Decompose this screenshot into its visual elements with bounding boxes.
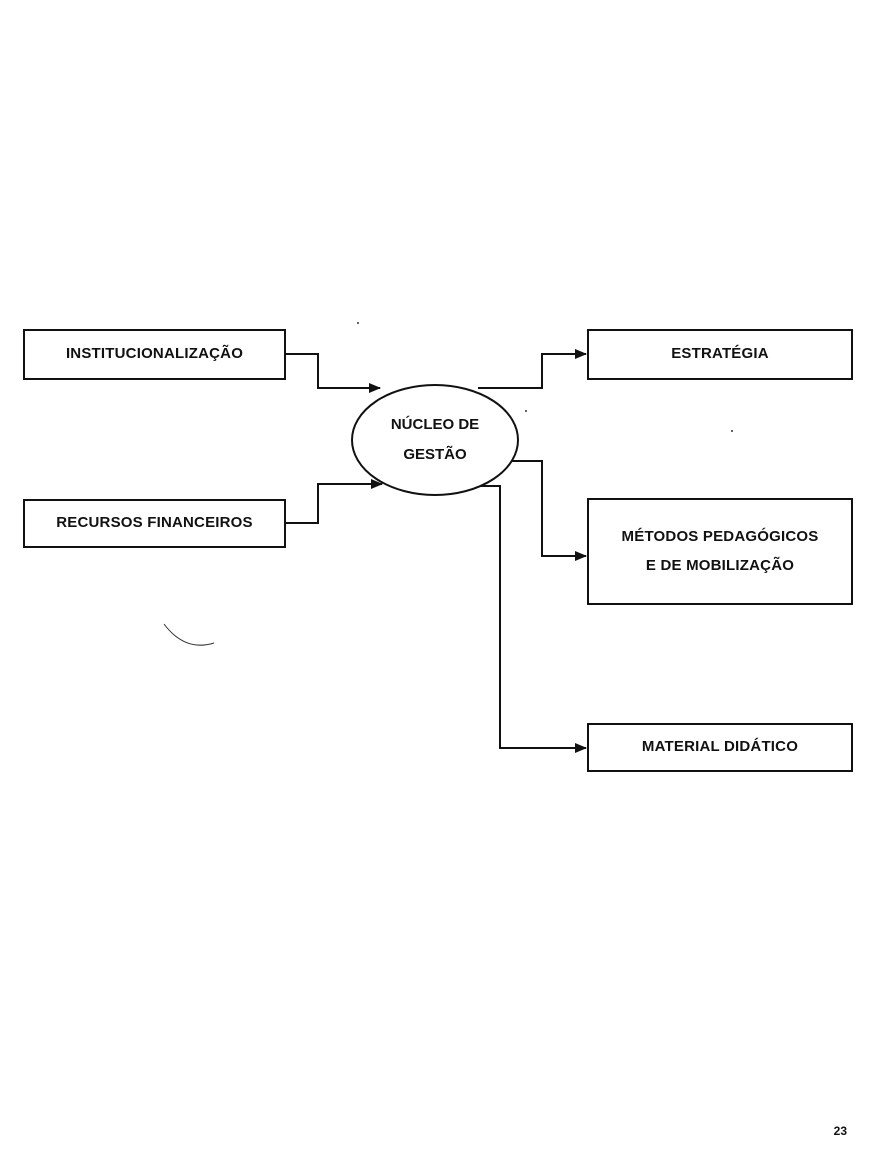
connector-institucionalizacao <box>285 354 380 388</box>
box-institucionalizacao-label: INSTITUCIONALIZAÇÃO <box>66 340 243 369</box>
core-label-line2: GESTÃO <box>352 440 518 470</box>
box-estrategia: ESTRATÉGIA <box>587 329 853 380</box>
box-material-didatico: MATERIAL DIDÁTICO <box>587 723 853 772</box>
connector-recursos-financeiros <box>285 484 382 523</box>
box-estrategia-label: ESTRATÉGIA <box>671 340 769 369</box>
box-recursos-financeiros-label: RECURSOS FINANCEIROS <box>56 509 253 538</box>
stray-mark <box>164 624 214 645</box>
box-institucionalizacao: INSTITUCIONALIZAÇÃO <box>23 329 286 380</box>
connector-metodos <box>512 461 586 556</box>
core-label: NÚCLEO DE GESTÃO <box>352 410 518 470</box>
box-material-didatico-label: MATERIAL DIDÁTICO <box>642 733 798 762</box>
core-label-line1: NÚCLEO DE <box>352 410 518 440</box>
connector-material <box>480 486 586 748</box>
box-metodos: MÉTODOS PEDAGÓGICOS E DE MOBILIZAÇÃO <box>587 498 853 605</box>
connector-estrategia <box>478 354 586 388</box>
box-metodos-line1: MÉTODOS PEDAGÓGICOS <box>622 523 819 552</box>
stray-dot <box>731 430 733 432</box>
box-recursos-financeiros: RECURSOS FINANCEIROS <box>23 499 286 548</box>
stray-dot <box>525 410 527 412</box>
page-number: 23 <box>834 1124 847 1138</box>
stray-dot <box>357 322 359 324</box>
box-metodos-line2: E DE MOBILIZAÇÃO <box>646 552 794 581</box>
